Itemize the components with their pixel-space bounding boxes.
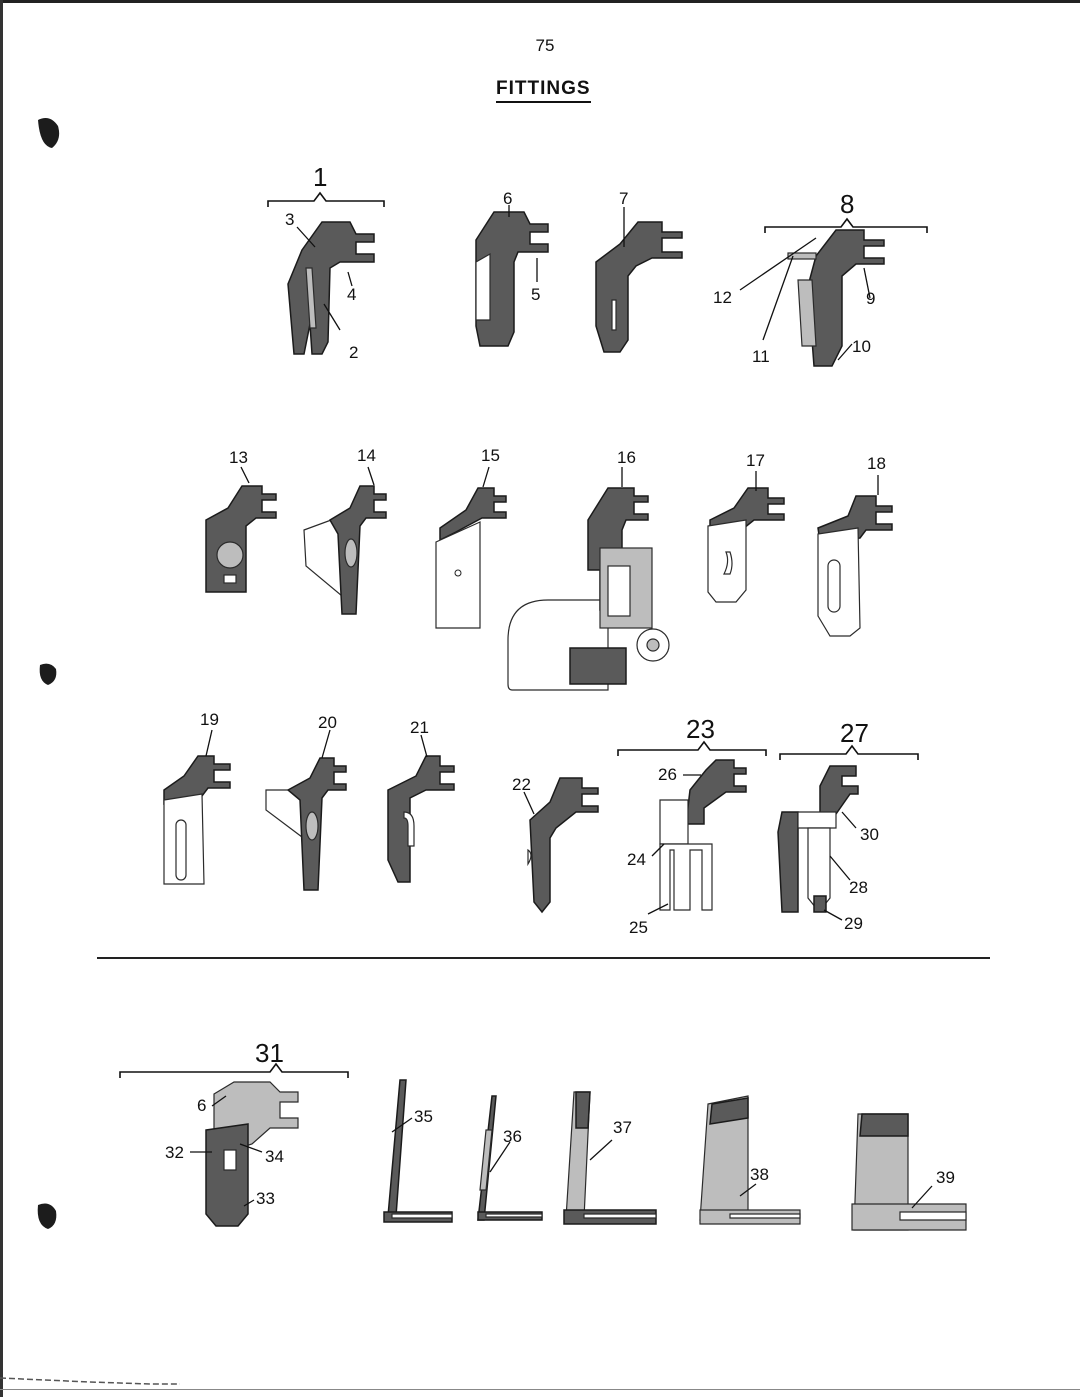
- label-31: 31: [255, 1038, 284, 1068]
- label-35: 35: [414, 1107, 433, 1126]
- label-34: 34: [265, 1147, 284, 1166]
- fitting-5-6: [475, 205, 549, 347]
- label-7: 7: [619, 189, 628, 208]
- label-24: 24: [627, 850, 646, 869]
- part-number-labels: 1 2 3 4 5 6 7 8 9 10 11 12 13 14 15 16 1…: [165, 162, 955, 1208]
- label-1: 1: [313, 162, 327, 192]
- label-10: 10: [852, 337, 871, 356]
- fitting-23-assembly: [617, 740, 767, 915]
- fitting-1-assembly: [267, 191, 385, 355]
- label-8: 8: [840, 189, 854, 219]
- fitting-7: [595, 207, 683, 353]
- label-20: 20: [318, 713, 337, 732]
- fitting-14: [303, 466, 387, 615]
- label-28: 28: [849, 878, 868, 897]
- bottom-edge-line: [0, 1389, 1080, 1390]
- label-23: 23: [686, 714, 715, 744]
- section-divider: [97, 957, 990, 959]
- label-5: 5: [531, 285, 540, 304]
- label-3: 3: [285, 210, 294, 229]
- fitting-17: [707, 471, 785, 603]
- page-number: 75: [535, 36, 555, 55]
- label-29: 29: [844, 914, 863, 933]
- label-26: 26: [658, 765, 677, 784]
- fitting-19: [163, 729, 231, 885]
- label-25: 25: [629, 918, 648, 937]
- label-33: 33: [256, 1189, 275, 1208]
- fitting-22: [523, 777, 599, 914]
- fitting-38-foot: [699, 1095, 801, 1225]
- label-4: 4: [347, 285, 356, 304]
- label-22: 22: [512, 775, 531, 794]
- fitting-39-foot: [851, 1113, 967, 1231]
- label-18: 18: [867, 454, 886, 473]
- fitting-8-assembly: [739, 217, 928, 367]
- label-32: 32: [165, 1143, 184, 1162]
- top-edge-line: [0, 0, 1080, 3]
- label-17: 17: [746, 451, 765, 470]
- page-title: FITTINGS: [496, 78, 591, 103]
- fitting-15: [435, 466, 507, 629]
- fitting-16: [507, 467, 670, 691]
- label-2: 2: [349, 343, 358, 362]
- label-9: 9: [866, 289, 875, 308]
- fitting-35-foot: [383, 1079, 453, 1223]
- label-39: 39: [936, 1168, 955, 1187]
- fitting-31-assembly: [119, 1062, 349, 1227]
- fitting-18: [817, 475, 893, 637]
- fitting-20: [265, 729, 347, 891]
- scan-artifact-line: [0, 1377, 180, 1385]
- label-12: 12: [713, 288, 732, 307]
- label-27: 27: [840, 718, 869, 748]
- label-14: 14: [357, 446, 376, 465]
- left-edge-line: [0, 0, 3, 1397]
- label-15: 15: [481, 446, 500, 465]
- fitting-36-foot: [477, 1095, 543, 1221]
- fitting-37-foot: [563, 1091, 657, 1225]
- fitting-13: [205, 466, 277, 593]
- label-19: 19: [200, 710, 219, 729]
- fitting-21: [387, 734, 455, 883]
- label-11: 11: [752, 347, 770, 366]
- label-6-assembly-31: 6: [197, 1096, 206, 1115]
- fitting-27-assembly: [777, 744, 919, 921]
- binder-hole-marks: [37, 118, 60, 1229]
- label-21: 21: [410, 718, 429, 737]
- label-13: 13: [229, 448, 248, 467]
- label-30: 30: [860, 825, 879, 844]
- label-16: 16: [617, 448, 636, 467]
- label-36: 36: [503, 1127, 522, 1146]
- label-6: 6: [503, 189, 512, 208]
- label-37: 37: [613, 1118, 632, 1137]
- label-38: 38: [750, 1165, 769, 1184]
